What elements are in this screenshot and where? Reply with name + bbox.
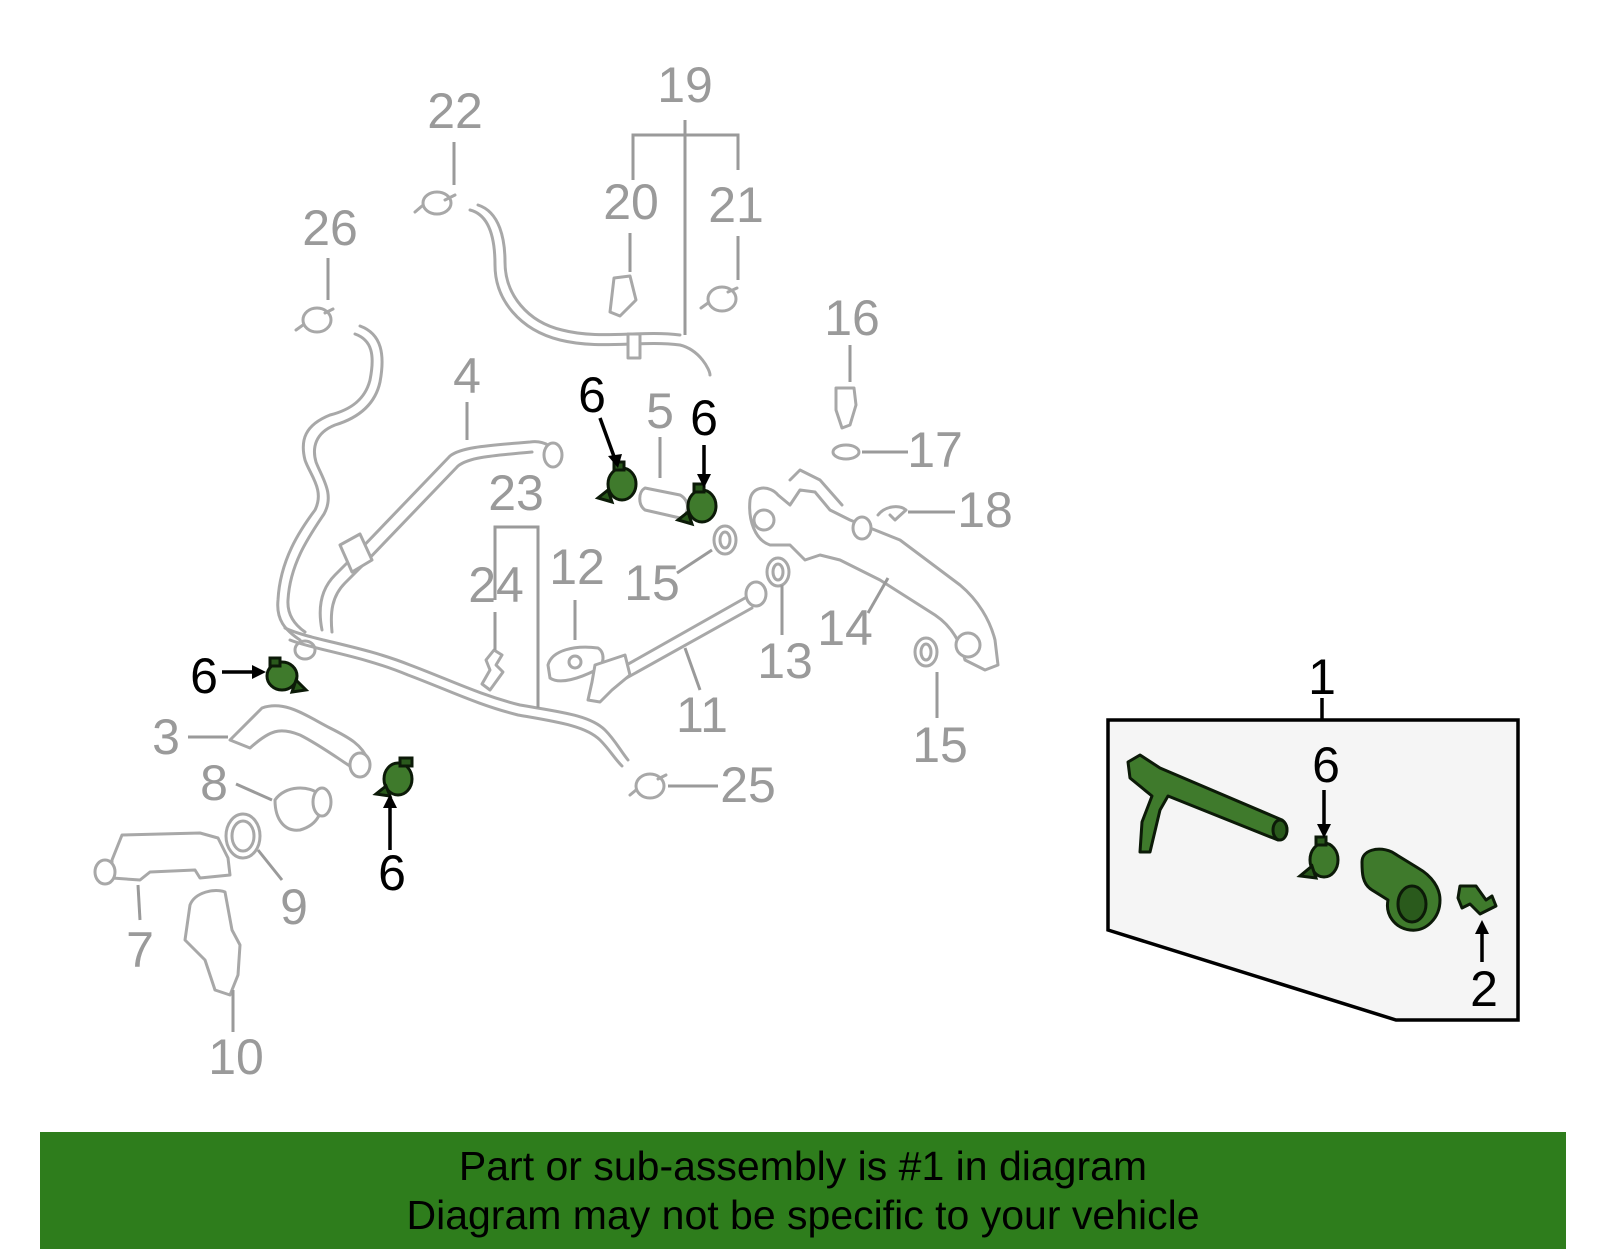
- hose-26: [276, 324, 384, 661]
- callout-6c: 6: [190, 648, 218, 704]
- inset-clamp-6: [1296, 835, 1340, 880]
- banner-line-1: Part or sub-assembly is #1 in diagram: [458, 1143, 1148, 1189]
- callout-leaders-black: [222, 417, 711, 850]
- hose-22: [468, 203, 712, 377]
- clamp-21: [699, 285, 739, 313]
- callout-6d: 6: [378, 845, 406, 901]
- pipe-11: [586, 580, 768, 704]
- hose-5: [638, 486, 689, 520]
- gasket-12: [546, 645, 605, 683]
- callout-7: 7: [126, 922, 154, 978]
- callout-5: 5: [646, 383, 674, 439]
- hose-3: [228, 704, 372, 779]
- callout-numbers-gray: 19 20 21 22 26 4 5 23 24 12 15 13 11 14 …: [126, 57, 1013, 1085]
- callout-14: 14: [817, 600, 873, 656]
- callout-11: 11: [676, 687, 728, 743]
- callout-1: 1: [1308, 649, 1336, 705]
- callout-19: 19: [657, 57, 713, 113]
- callout-18: 18: [957, 482, 1013, 538]
- clamp-25: [628, 772, 668, 800]
- callout-6a: 6: [578, 367, 606, 423]
- callout-4: 4: [453, 348, 481, 404]
- callout-20: 20: [603, 174, 659, 230]
- cover-10: [183, 889, 242, 997]
- clamp-6-upper-right: [674, 482, 718, 527]
- callout-3: 3: [152, 709, 180, 765]
- oring-13: [765, 556, 791, 588]
- bracket-24: [480, 648, 505, 692]
- thermostat-8: [273, 786, 333, 832]
- inset-clip-2: [1456, 884, 1498, 916]
- assembly-inset: 1 6 2: [1106, 649, 1520, 1022]
- info-banner: Part or sub-assembly is #1 in diagram Di…: [40, 1132, 1566, 1249]
- callout-23: 23: [488, 465, 544, 521]
- banner-line-2: Diagram may not be specific to your vehi…: [406, 1192, 1200, 1238]
- clamp-22: [413, 190, 457, 216]
- sensor-16: [834, 386, 858, 430]
- oring-15b: [913, 636, 939, 668]
- hose-23: [283, 626, 630, 768]
- housing-7: [93, 831, 232, 886]
- inset-elbow-hose: [1360, 847, 1442, 932]
- callout-leaders-gray: [136, 120, 955, 1032]
- seal-17: [831, 443, 861, 461]
- callout-26: 26: [302, 200, 358, 256]
- callout-21: 21: [708, 177, 764, 233]
- callout-12: 12: [549, 539, 605, 595]
- callout-15b: 15: [912, 717, 968, 773]
- callout-16: 16: [824, 290, 880, 346]
- clamp-6-lower: [372, 756, 414, 798]
- callout-10: 10: [208, 1029, 264, 1085]
- callout-numbers-black: 6 6 6 6: [190, 367, 718, 901]
- callout-2: 2: [1470, 961, 1498, 1017]
- callout-6b: 6: [690, 390, 718, 446]
- clamp-26: [294, 306, 335, 334]
- clip-18: [876, 505, 908, 522]
- callout-8: 8: [200, 755, 228, 811]
- callout-22: 22: [427, 83, 483, 139]
- inset-pipe: [1126, 753, 1289, 854]
- clamp-6-left: [265, 656, 310, 694]
- callout-6e: 6: [1312, 737, 1340, 793]
- grommet-20: [608, 274, 638, 318]
- callout-9: 9: [280, 879, 308, 935]
- ring-9: [224, 812, 262, 860]
- callout-13: 13: [757, 633, 813, 689]
- oring-15a: [712, 524, 738, 556]
- clamp-6-upper-left: [594, 460, 638, 505]
- callout-17: 17: [907, 422, 963, 478]
- callout-25: 25: [720, 757, 776, 813]
- callout-15a: 15: [624, 555, 680, 611]
- callout-24: 24: [468, 557, 524, 613]
- hose-4: [318, 440, 564, 634]
- housing-14: [748, 468, 1000, 672]
